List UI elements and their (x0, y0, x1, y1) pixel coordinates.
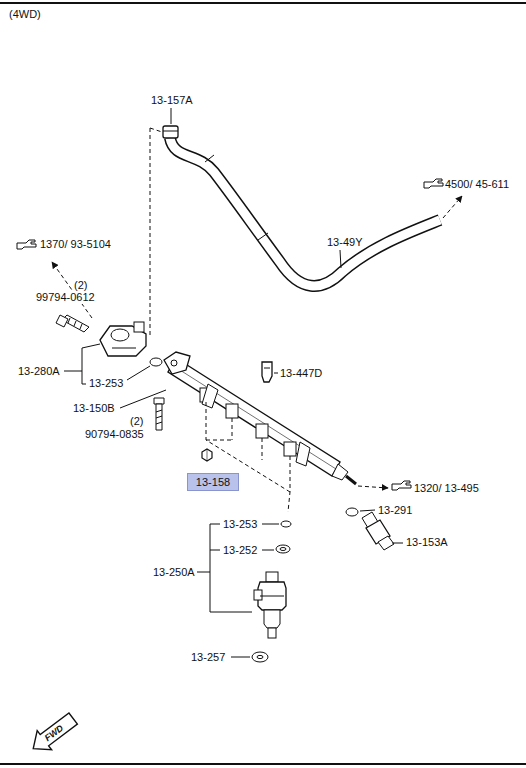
fuel-injector (254, 572, 286, 638)
leader-line (171, 108, 172, 124)
forward-arrow (26, 709, 80, 758)
page-rule (0, 763, 526, 765)
leader-line (231, 657, 250, 658)
reference-icon (392, 481, 411, 490)
reference-arrow (358, 486, 388, 488)
leader-line (127, 366, 150, 380)
part-number: 13-157A (150, 94, 194, 107)
insulator (276, 545, 290, 553)
reference-arrow (443, 196, 462, 218)
part-number: 13-153A (405, 536, 449, 549)
reference-arrow (52, 262, 92, 318)
part-number: 13-447D (279, 367, 323, 380)
part-number: 13-250A (152, 566, 196, 579)
leader-line (360, 510, 375, 511)
quantity-note: (2) (129, 415, 144, 428)
reference-number: 4500/ 45-611 (444, 178, 510, 191)
part-number: 13-257 (190, 651, 226, 664)
fuel-rail (164, 352, 356, 484)
hose-clamp (163, 126, 178, 138)
part-number: 13-253 (222, 518, 258, 531)
part-number: 13-291 (377, 504, 413, 517)
o-ring (150, 358, 162, 366)
assembly-line (150, 128, 151, 335)
reference-icon (17, 240, 36, 249)
washer (346, 508, 358, 516)
part-number: 90794-0835 (84, 428, 145, 441)
part-number: 13-280A (17, 365, 61, 378)
fuel-hose (170, 138, 440, 286)
o-ring (281, 521, 291, 527)
page-rule (0, 2, 526, 4)
assembly-line (150, 128, 162, 132)
bolt (154, 398, 164, 430)
part-number: 13-150B (72, 402, 116, 415)
leader-line (392, 543, 403, 544)
injector-insulator (252, 652, 268, 662)
part-number: 99794-0612 (35, 291, 96, 304)
hose-fitting (362, 512, 394, 550)
clip (262, 362, 272, 382)
part-number: 13-252 (222, 544, 258, 557)
part-number: 13-253 (88, 377, 124, 390)
highlight-box: 13-158 (187, 473, 239, 491)
reference-number: 1370/ 93-5104 (39, 238, 112, 251)
assembly-line (206, 402, 290, 512)
nut (202, 449, 212, 461)
part-number: 13-158 (196, 476, 230, 489)
leader-line (274, 373, 278, 374)
reference-icon (424, 179, 443, 188)
model-note: (4WD) (8, 8, 42, 21)
reference-number: 1320/ 13-495 (413, 482, 480, 495)
leader-line (340, 250, 341, 268)
bolt (56, 315, 89, 332)
part-number: 13-49Y (326, 236, 363, 249)
pressure-regulator (100, 322, 146, 356)
